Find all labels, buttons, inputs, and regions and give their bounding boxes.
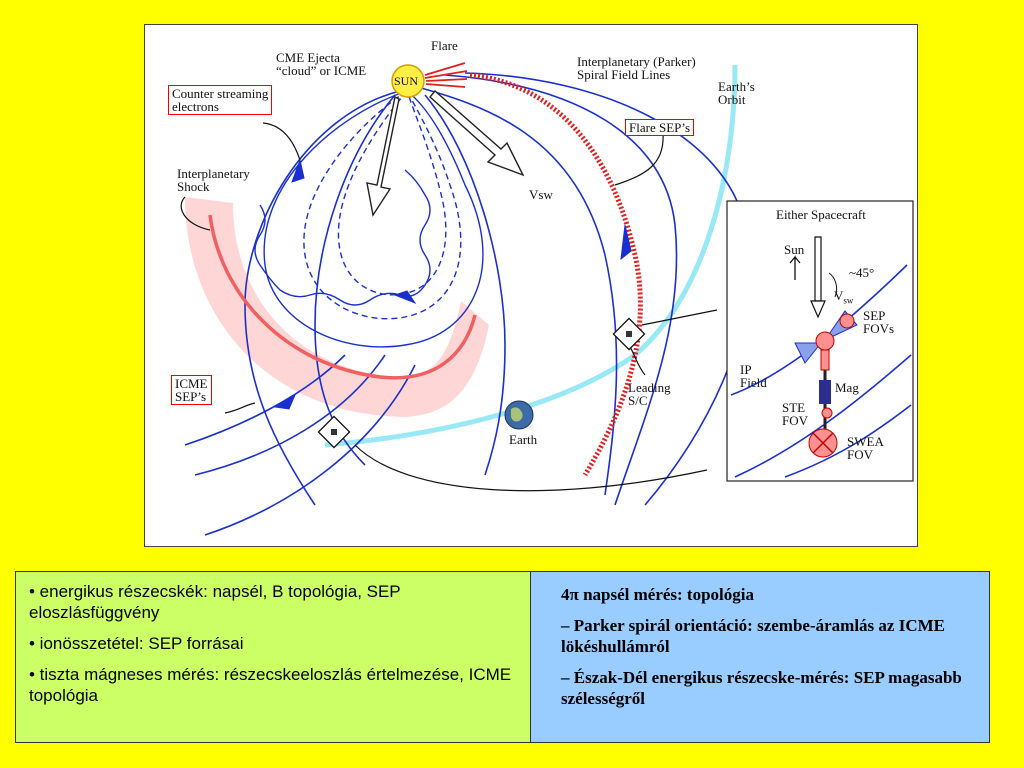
leader-flare-seps: [614, 132, 664, 186]
left-bullet-2: • ionösszetétel: SEP forrásai: [29, 634, 244, 653]
sun-label: SUN: [394, 74, 419, 88]
leader-counter-streaming: [262, 122, 301, 161]
inset-sun-arrow: [789, 255, 801, 280]
leader-shock: [180, 196, 211, 231]
sep-fov-wedge-lower: [794, 342, 823, 364]
inset-vsw-label: Vsw: [834, 289, 853, 308]
inset-mag-label: Mag: [835, 380, 859, 395]
cme-ejecta-label: CME Ejecta “cloud” or ICME: [276, 50, 367, 78]
heliosphere-diagram: Flare CME Ejecta “cloud” or ICME SUN Cou…: [144, 24, 918, 547]
parker-line-6: [244, 90, 401, 506]
leader-inset-bottom: [354, 444, 708, 492]
inset-vsw-sub: sw: [843, 295, 854, 306]
leader-leading-sc: [629, 346, 646, 376]
inset-vsw-v: V: [834, 288, 844, 303]
icme-seps-label: ICME SEP’s: [171, 375, 212, 405]
parker-lines-label: Interplanetary (Parker) Spiral Field Lin…: [577, 54, 696, 82]
inset-title: Either Spacecraft: [776, 207, 866, 222]
interplanetary-shock-label: Interplanetary Shock: [177, 166, 250, 194]
vsw-label: Vsw: [529, 187, 553, 202]
flare-sep-line: [469, 72, 643, 477]
inset-sun-label: Sun: [784, 242, 805, 257]
left-cell: • energikus részecskék: napsél, B topoló…: [16, 572, 531, 742]
flare-seps-label: Flare SEP’s: [625, 119, 695, 136]
parker-line-9: [204, 364, 416, 536]
blue-arrow-3: [273, 393, 297, 410]
ste-sensor: [821, 407, 833, 419]
inset-swea-fov-label: SWEA FOV: [847, 434, 884, 462]
vsw-arrow-down: [366, 95, 400, 217]
cme-wavy-electrons: [254, 169, 431, 306]
right-line-2: – Parker spirál orientáció: szembe-áraml…: [561, 616, 945, 656]
sun-disk: [391, 64, 425, 98]
cme-loop-dashed-2: [337, 90, 447, 296]
leading-sc-label: Leading S/C: [628, 380, 671, 408]
right-line-3: – Észak-Dél energikus részecske-mérés: S…: [561, 668, 962, 708]
earths-orbit-label: Earth’s Orbit: [718, 79, 755, 107]
left-bullet-3: • tiszta mágneses mérés: részecskeeloszl…: [29, 665, 512, 705]
diagram-drawing: [180, 62, 914, 536]
inset-ste-fov-label: STE FOV: [782, 400, 809, 428]
blue-arrow-2: [620, 224, 632, 261]
vsw-arrow-right: [429, 89, 525, 177]
shock-front: [208, 214, 477, 380]
blue-arrow-4: [393, 290, 417, 305]
blue-arrow-1: [291, 158, 305, 183]
parker-line-2: [444, 74, 678, 506]
flare-rays: [424, 62, 468, 88]
summary-table: • energikus részecskék: napsél, B topoló…: [15, 571, 990, 743]
right-line-1: 4π napsél mérés: topológia: [561, 585, 754, 604]
inset-ip-field-label: IP Field: [740, 362, 767, 390]
inset-field-3: [784, 404, 912, 478]
cme-loop-dashed-1: [303, 90, 462, 320]
inset-sep-fovs-label: SEP FOVs: [863, 308, 895, 336]
inset-angle-label: ~45°: [849, 265, 875, 280]
cme-loop-outer: [263, 90, 484, 348]
inset-vsw-arrow: [814, 236, 822, 302]
right-cell: 4π napsél mérés: topológia – Parker spir…: [531, 572, 989, 742]
earths-orbit-line: [324, 64, 738, 448]
leader-inset-top: [641, 309, 718, 326]
shock-band: [185, 197, 489, 417]
inset-angle-arc: [828, 272, 838, 298]
parker-line-4: [424, 94, 506, 476]
leader-icme-seps: [224, 402, 256, 414]
left-bullet-1: • energikus részecskék: napsél, B topoló…: [29, 582, 401, 622]
sep-sensor: [815, 331, 835, 351]
parker-line-7: [184, 354, 346, 446]
flare-label: Flare: [431, 38, 458, 53]
earth-label: Earth: [509, 432, 538, 447]
inset-field-2: [734, 354, 912, 478]
counter-streaming-label: Counter streaming electrons: [168, 85, 273, 115]
